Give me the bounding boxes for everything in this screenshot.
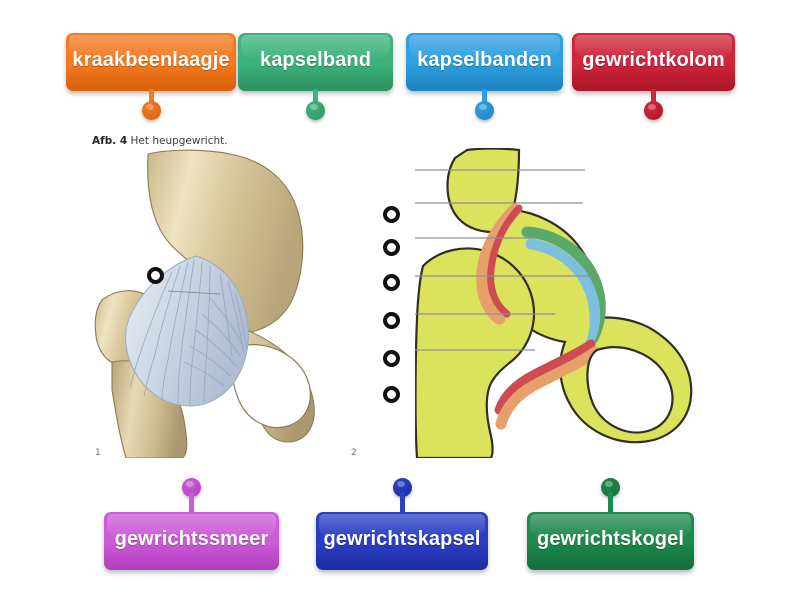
drop-target-4[interactable] (383, 274, 400, 291)
pin-knob[interactable] (601, 478, 620, 497)
drop-target-6[interactable] (383, 350, 400, 367)
drop-target-7[interactable] (383, 386, 400, 403)
pin-stem (189, 492, 194, 514)
pin-knob[interactable] (306, 101, 325, 120)
hip-joint-schematic-illustration (415, 148, 693, 458)
label-text: kapselbanden (417, 49, 552, 71)
pin-knob[interactable] (392, 478, 412, 497)
label-text: gewrichtkolom (582, 49, 725, 71)
drop-target-2[interactable] (383, 206, 400, 223)
label-text: gewrichtskapsel (323, 528, 481, 550)
label-text: gewrichtskogel (537, 528, 684, 550)
diagram-figure: Afb. 4 Het heupgewricht. (85, 130, 725, 460)
label-box[interactable]: kapselbanden (406, 33, 563, 91)
pin-knob[interactable] (644, 101, 663, 120)
pin-stem (651, 89, 656, 105)
label-box[interactable]: kraakbeenlaagje (66, 33, 236, 91)
pin-stem (313, 89, 318, 105)
label-box[interactable]: gewrichtssmeer (104, 512, 279, 570)
label-box[interactable]: kapselband (238, 33, 393, 91)
label-box[interactable]: gewrichtskogel (527, 512, 694, 570)
pin-knob[interactable] (475, 101, 494, 120)
label-box[interactable]: gewrichtskapsel (316, 512, 488, 570)
pin-stem (148, 89, 154, 105)
drop-target-5[interactable] (383, 312, 400, 329)
label-text: kraakbeenlaagje (72, 49, 230, 71)
hip-joint-anterior-illustration (94, 149, 315, 458)
pin-stem (399, 492, 405, 514)
pin-knob[interactable] (141, 101, 161, 120)
figure-caption: Afb. 4 Het heupgewricht. (92, 135, 228, 147)
pin-stem (608, 492, 613, 514)
panel-number-1: 1 (95, 448, 101, 458)
figure-caption-prefix: Afb. 4 (92, 135, 128, 147)
drop-target-1[interactable] (147, 267, 164, 284)
drop-target-3[interactable] (383, 239, 400, 256)
pin-knob[interactable] (182, 478, 201, 497)
figure-caption-text: Het heupgewricht. (130, 135, 228, 147)
panel-number-2: 2 (351, 448, 357, 458)
label-text: gewrichtssmeer (114, 528, 269, 550)
leader-line (167, 290, 221, 295)
label-box[interactable]: gewrichtkolom (572, 33, 735, 91)
pin-stem (482, 89, 487, 105)
label-text: kapselband (259, 49, 372, 71)
